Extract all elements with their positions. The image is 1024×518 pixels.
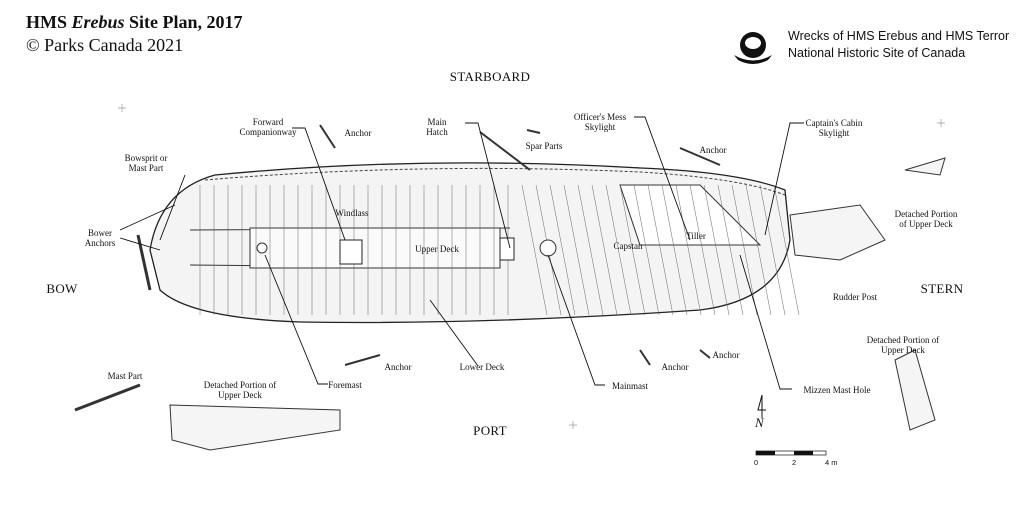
title-prefix: HMS [26, 12, 72, 32]
plank-line [591, 184, 618, 316]
port-label: PORT [473, 423, 507, 438]
label-mainmast: Mainmast [612, 381, 648, 391]
grid-crosses [118, 104, 945, 429]
plank-line [563, 184, 590, 316]
plank-line [521, 184, 548, 316]
scale-tick-4: 4 m [825, 458, 838, 467]
plank-line [773, 184, 800, 316]
plank-line [689, 184, 716, 316]
plank-line [549, 184, 576, 316]
label-foremast: Foremast [328, 380, 362, 390]
site-name-line2: National Historic Site of Canada [788, 46, 966, 60]
label-capstan: Capstan [613, 241, 643, 251]
label-anchor: Anchor [712, 350, 740, 360]
scale-bar [755, 394, 827, 456]
label-anchor: Anchor [699, 145, 727, 155]
label-spar-parts: Spar Parts [525, 141, 563, 151]
label-upper-deck: Upper Deck [415, 244, 459, 254]
plank-line [703, 184, 730, 316]
label-lower-deck: Lower Deck [459, 362, 505, 372]
label-mast-part: Mast Part [107, 371, 143, 381]
label-mizzen-mast-hole: Mizzen Mast Hole [803, 385, 871, 395]
hull [149, 162, 800, 324]
plank-line [731, 184, 758, 316]
plank-line [605, 184, 632, 316]
stern-label: STERN [920, 281, 964, 296]
north-arrow-icon [757, 394, 766, 418]
label-anchor: Anchor [384, 362, 412, 372]
leader-lines [119, 116, 804, 390]
copyright: © Parks Canada 2021 [26, 35, 184, 55]
scale-tick-2: 2 [792, 458, 797, 467]
title-suffix: Site Plan, 2017 [124, 12, 243, 32]
plank-line [633, 184, 660, 316]
plank-line [717, 184, 744, 316]
scale-tick-0: 0 [754, 458, 759, 467]
site-name: Wrecks of HMS Erebus and HMS Terror Nati… [788, 28, 1009, 62]
debris [74, 124, 946, 451]
plank-line [745, 184, 772, 316]
starboard-label: STARBOARD [449, 69, 531, 84]
plank-line [647, 184, 674, 316]
parks-canada-beaver-icon [734, 32, 772, 64]
north-label: N [755, 415, 764, 430]
label-anchor: Anchor [661, 362, 689, 372]
site-name-line1: Wrecks of HMS Erebus and HMS Terror [788, 29, 1010, 43]
plank-line [675, 184, 702, 316]
label-rudder-post: Rudder Post [832, 292, 878, 302]
label-windlass: Windlass [335, 208, 369, 218]
bow-label: BOW [46, 281, 78, 296]
title-ship-name: Erebus [71, 12, 125, 32]
page-title: HMS Erebus Site Plan, 2017 [26, 12, 243, 33]
label-tiller: Tiller [686, 231, 706, 241]
plank-line [577, 184, 604, 316]
plank-line [619, 184, 646, 316]
plank-line [759, 184, 786, 316]
plank-line [661, 184, 688, 316]
label-anchor: Anchor [344, 128, 372, 138]
